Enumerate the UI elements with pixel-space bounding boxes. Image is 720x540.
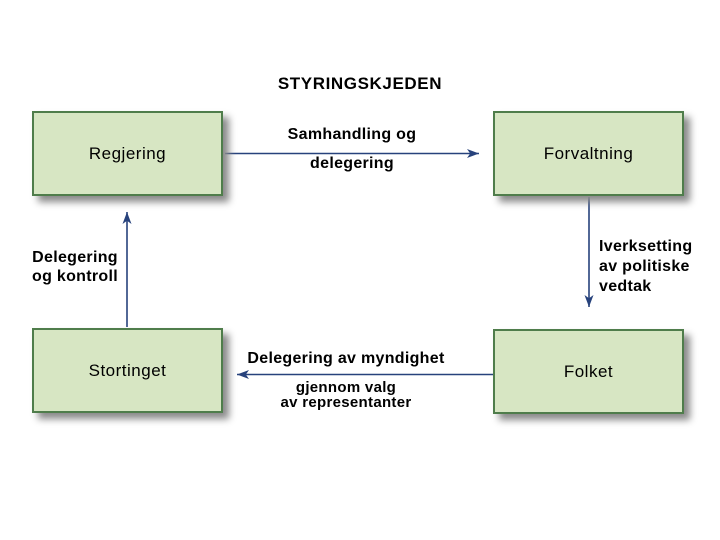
edge-label-iverksetting: Iverksetting av politiske vedtak (599, 237, 709, 297)
node-regjering: Regjering (32, 111, 223, 196)
node-folket: Folket (493, 329, 684, 414)
node-stortinget-label: Stortinget (88, 360, 167, 380)
node-regjering-label: Regjering (88, 143, 167, 163)
node-forvaltning: Forvaltning (493, 111, 684, 196)
edge-label-iverksetting-line1: Iverksetting (599, 238, 693, 255)
node-forvaltning-label: Forvaltning (543, 143, 634, 163)
edge-label-iverksetting-line2: av politiske (599, 258, 690, 275)
edge-label-gjennom-valg: gjennom valg av representanter (246, 379, 446, 411)
edge-label-gjennom-valg-line1: gjennom valg (295, 379, 397, 396)
edge-label-samhandling-line2: delegering (310, 155, 394, 172)
edge-label-samhandling-line1: Samhandling og (287, 126, 417, 143)
edge-label-delegering-kontroll-line2: og kontroll (32, 268, 118, 285)
edge-label-gjennom-valg-line2: av representanter (280, 393, 412, 411)
edge-label-delegering-myndighet: Delegering av myndighet (247, 350, 445, 367)
diagram-title: STYRINGSKJEDEN (277, 74, 443, 93)
edge-label-delegering-kontroll-line1: Delegering (32, 249, 118, 266)
edge-label-iverksetting-line3: vedtak (599, 278, 652, 295)
edge-label-delegering-kontroll: Delegering og kontroll (15, 248, 135, 286)
node-folket-label: Folket (563, 361, 614, 381)
node-stortinget: Stortinget (32, 328, 223, 413)
